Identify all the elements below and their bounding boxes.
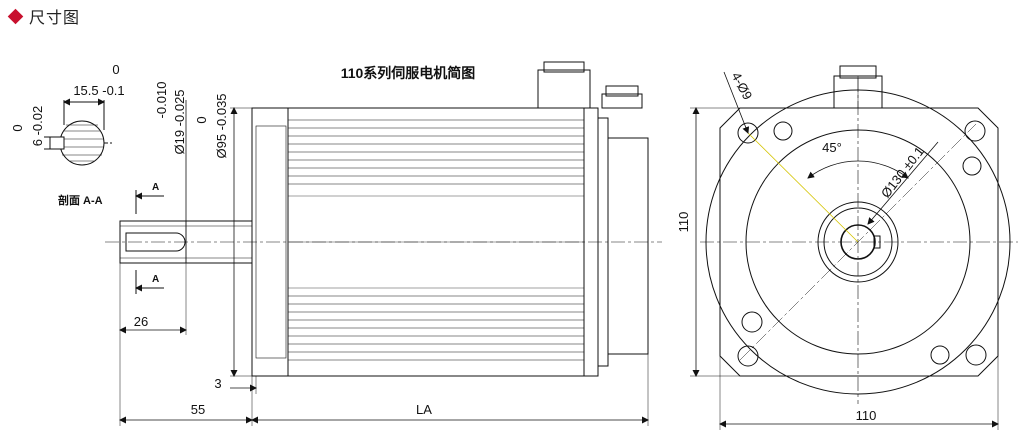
section-side-tolerance: 0 xyxy=(10,124,25,131)
width-label: 110 xyxy=(856,408,877,423)
section-cut-markers xyxy=(135,190,164,294)
body-length-label: LA xyxy=(416,402,432,417)
holes-label: 4-Ø9 xyxy=(729,70,756,103)
shaft-length-label: 55 xyxy=(191,402,205,417)
pcd-label: Ø130 ±0.1 xyxy=(878,144,927,201)
height-label: 110 xyxy=(676,212,691,233)
shaft-diameter: Ø19 -0.025 xyxy=(172,89,187,154)
section-title: 尺寸图 xyxy=(29,10,81,27)
shaft-tolerance-top: -0.010 xyxy=(154,82,169,119)
flange-tolerance-top: 0 xyxy=(194,116,209,123)
diameter-dimension-lines xyxy=(185,100,252,377)
length-dimension-lines xyxy=(119,263,649,426)
angle-label: 45° xyxy=(822,140,842,155)
keyway-length-label: 26 xyxy=(134,314,148,329)
flange-step-label: 3 xyxy=(214,376,221,391)
section-side-dim: 6 -0.02 xyxy=(30,106,45,146)
front-view xyxy=(700,65,1018,404)
cut-marker-bottom: A xyxy=(152,274,159,285)
section-a-a xyxy=(44,98,112,166)
drawing-title: 110系列伺服电机简图 xyxy=(341,65,476,81)
section-header: 尺寸图 xyxy=(7,4,81,28)
section-label: 剖面 A-A xyxy=(58,193,103,207)
flange-diameter: Ø95 -0.035 xyxy=(214,93,229,158)
side-view xyxy=(105,61,662,377)
section-key-width: 15.5 -0.1 xyxy=(73,83,124,98)
front-dimension-lines xyxy=(690,107,999,430)
section-key-tolerance-top: 0 xyxy=(112,62,119,77)
cut-marker-top: A xyxy=(152,182,159,193)
